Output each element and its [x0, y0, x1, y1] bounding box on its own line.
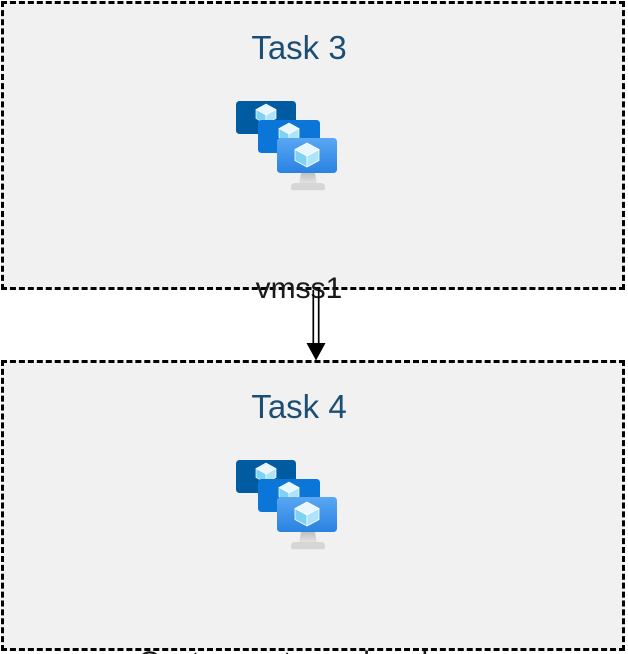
task3-box: Task 3 [1, 1, 625, 416]
task4-box: Task 4 [0, 360, 625, 654]
monitor-base-icon [291, 183, 325, 191]
monitor-base-icon [291, 542, 325, 550]
cube-front-icon [294, 501, 320, 527]
vmss-name-label: vmss1 [255, 272, 343, 305]
cube-front-icon [294, 142, 320, 168]
vm-scale-sets-icon [236, 460, 337, 550]
task4-label: Custom auto scale rules [0, 570, 608, 654]
autoscale-rules-label: Custom auto scale rules [0, 644, 608, 654]
task3-title: Task 3 [251, 29, 347, 66]
task4-title: Task 4 [251, 388, 347, 425]
vm-scale-sets-icon [236, 101, 337, 191]
cube-middle-icon [278, 122, 300, 144]
down-arrow-icon [306, 290, 326, 361]
